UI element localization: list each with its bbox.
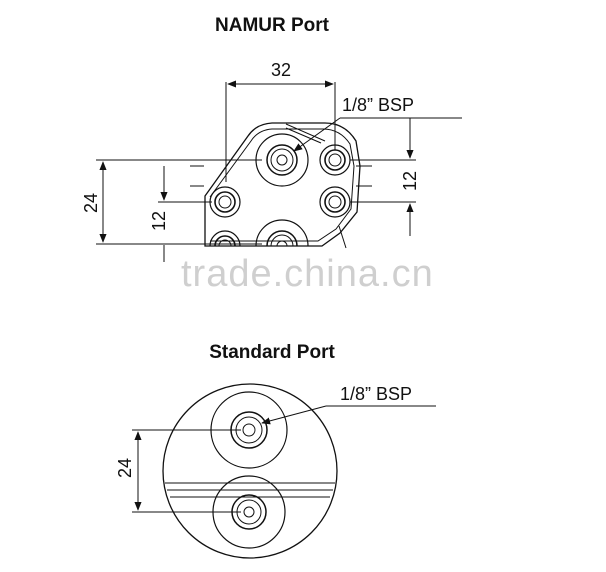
standard-title: Standard Port (209, 342, 335, 363)
namur-dim-12-left: 12 (149, 166, 212, 262)
namur-callout-label: 1/8” BSP (342, 95, 414, 115)
standard-body-circle (162, 383, 338, 559)
namur-body-outline (204, 122, 361, 247)
standard-callout-label: 1/8” BSP (340, 384, 412, 404)
namur-callout: 1/8” BSP (293, 95, 462, 249)
namur-small-port-upper-right (319, 144, 351, 176)
standard-dim-24-label: 24 (115, 458, 135, 478)
watermark: trade.china.cn (181, 253, 434, 295)
namur-port-section: NAMUR Port 32 (81, 15, 462, 262)
standard-bands (165, 482, 335, 498)
namur-small-port-lower-right (319, 186, 351, 218)
namur-small-port-upper-left (209, 186, 241, 218)
namur-dim-24-label: 24 (81, 193, 101, 213)
namur-dim-24: 24 (81, 159, 262, 245)
namur-dim-12-left-label: 12 (149, 211, 169, 231)
namur-title: NAMUR Port (215, 15, 330, 36)
namur-dim-12-right: 12 (350, 118, 420, 236)
standard-port-section: Standard Port 1/8” BSP (115, 342, 436, 559)
namur-dim-32-label: 32 (271, 60, 291, 80)
namur-main-port-top (255, 133, 309, 187)
namur-dim-32: 32 (225, 60, 336, 182)
standard-dim-24: 24 (115, 429, 241, 513)
standard-callout: 1/8” BSP (261, 384, 436, 425)
namur-main-port-bottom (255, 219, 309, 247)
namur-dim-12-right-label: 12 (400, 171, 420, 191)
